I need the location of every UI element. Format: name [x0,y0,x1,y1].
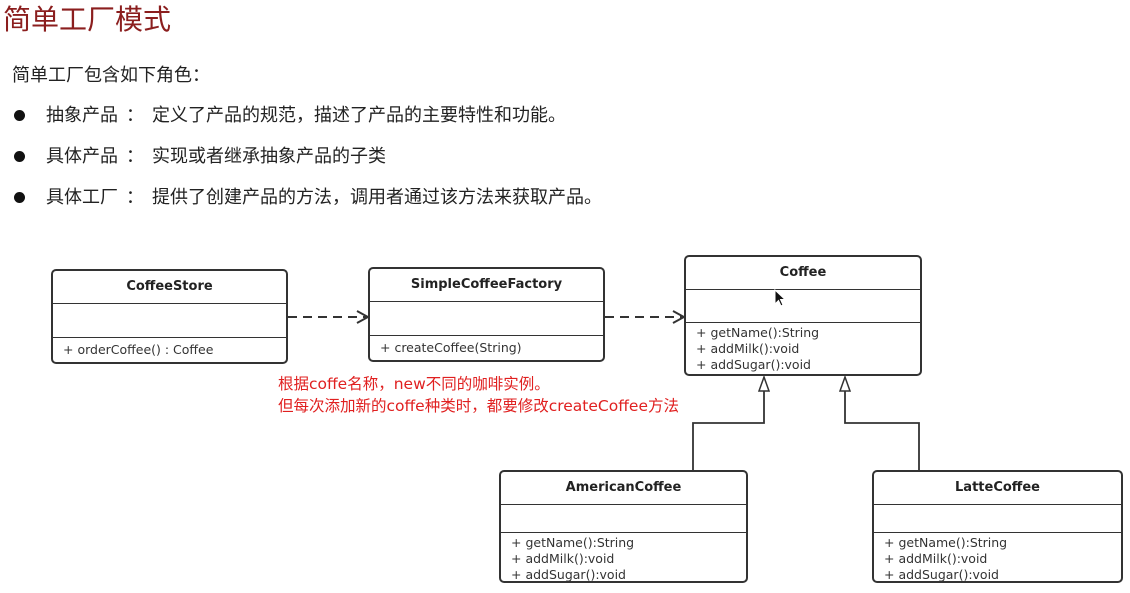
page-title: 简单工厂模式 [3,3,172,36]
class-simple-coffee-factory: SimpleCoffeeFactory + createCoffee(Strin… [368,267,605,362]
class-name: AmericanCoffee [501,472,746,505]
class-attributes [686,290,920,323]
class-attributes [370,302,603,336]
class-attributes [501,505,746,533]
operation: + addSugar():void [884,567,999,582]
operation: + addMilk():void [884,551,988,566]
role-name: 具体产品 [46,146,118,167]
bullet-icon [14,192,25,203]
role-separator: ： [126,146,144,167]
class-american-coffee: AmericanCoffee + getName():String + addM… [499,470,748,583]
role-desc: 提供了创建产品的方法，调用者通过该方法来获取产品。 [152,187,602,208]
class-name: CoffeeStore [53,271,286,304]
inheritance-arrowhead-latte [838,374,852,392]
class-operations: + getName():String + addMilk():void + ad… [874,533,1121,582]
inheritance-line-american [692,391,765,470]
class-operations: + getName():String + addMilk():void + ad… [686,323,920,373]
role-desc: 实现或者继承抽象产品的子类 [152,146,386,167]
inheritance-arrowhead-american [757,374,771,392]
role-separator: ： [126,105,144,126]
operation: + addMilk():void [511,551,615,566]
operation: + addMilk():void [696,341,800,356]
operation: + addSugar():void [696,357,811,372]
operation: + orderCoffee() : Coffee [63,342,214,357]
intro-text: 简单工厂包含如下角色： [12,65,210,86]
operation: + getName():String [696,325,820,340]
class-name: Coffee [686,257,920,290]
list-item: 具体工厂 ： 提供了创建产品的方法，调用者通过该方法来获取产品。 [14,186,602,227]
bullet-icon [14,110,25,121]
bullet-icon [14,151,25,162]
class-latte-coffee: LatteCoffee + getName():String + addMilk… [872,470,1123,583]
class-operations: + orderCoffee() : Coffee [53,338,286,358]
class-name: LatteCoffee [874,472,1121,505]
class-coffee: Coffee + getName():String + addMilk():vo… [684,255,922,376]
mouse-cursor-icon [774,289,787,307]
operation: + addSugar():void [511,567,626,582]
class-attributes [874,505,1121,533]
operation: + getName():String [884,535,1008,550]
class-name: SimpleCoffeeFactory [370,269,603,302]
class-operations: + createCoffee(String) [370,336,603,356]
role-list: 抽象产品 ： 定义了产品的规范，描述了产品的主要特性和功能。 具体产品 ： 实现或者继承… [14,104,602,227]
annotation-note: 根据coffe名称，new不同的咖啡实例。 但每次添加新的coffe种类时，都要… [278,373,679,417]
operation: + createCoffee(String) [380,340,522,355]
note-line: 但每次添加新的coffe种类时，都要修改createCoffee方法 [278,397,679,415]
role-name: 具体工厂 [46,187,118,208]
role-name: 抽象产品 [46,105,118,126]
list-item: 具体产品 ： 实现或者继承抽象产品的子类 [14,145,602,186]
class-operations: + getName():String + addMilk():void + ad… [501,533,746,582]
class-coffee-store: CoffeeStore + orderCoffee() : Coffee [51,269,288,364]
operation: + getName():String [511,535,635,550]
role-desc: 定义了产品的规范，描述了产品的主要特性和功能。 [152,105,566,126]
list-item: 抽象产品 ： 定义了产品的规范，描述了产品的主要特性和功能。 [14,104,602,145]
class-attributes [53,304,286,338]
note-line: 根据coffe名称，new不同的咖啡实例。 [278,375,550,393]
role-separator: ： [126,187,144,208]
inheritance-line-latte [844,391,920,470]
